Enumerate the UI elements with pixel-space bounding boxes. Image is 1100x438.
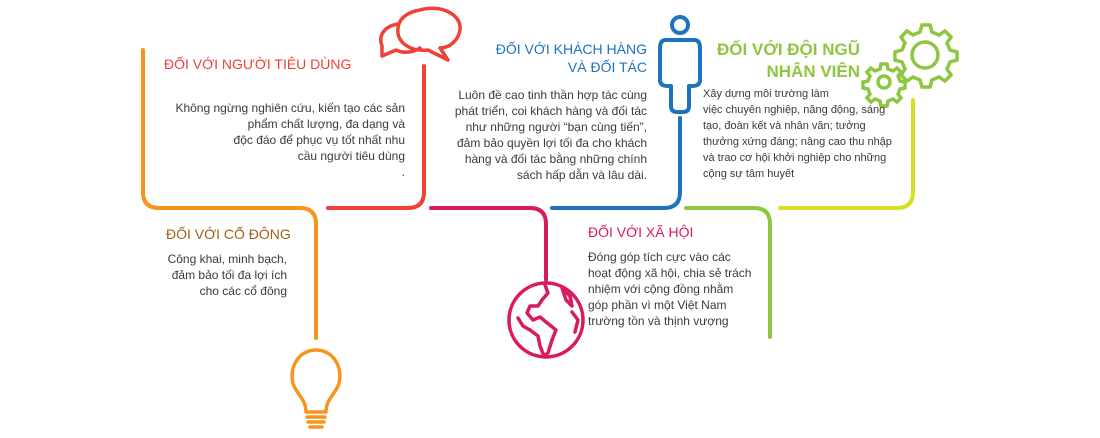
text-line: hoạt động xã hội, chia sẻ trách	[588, 266, 752, 280]
shareholders-description: Công khai, minh bạch, đảm bảo tối đa lợi…	[150, 251, 287, 299]
magenta-connector	[429, 206, 548, 282]
text-line: việc chuyên nghiệp, năng động, sáng	[703, 104, 886, 116]
text-line: độc đáo để phục vụ tốt nhất nhu	[233, 133, 405, 147]
blue-connector	[550, 116, 682, 210]
text-line: Không ngừng nghiên cứu, kiến tạo các sản	[175, 101, 405, 115]
consumers-title: ĐỐI VỚI NGƯỜI TIÊU DÙNG	[164, 56, 352, 72]
title-line: ĐỐI VỚI KHÁCH HÀNG	[495, 41, 647, 57]
text-line: đảm bảo tối đa lợi ích	[171, 268, 287, 282]
text-line: Công khai, minh bạch,	[167, 252, 287, 266]
text-line: phẩm chất lượng, đa dạng và	[247, 117, 405, 131]
text-line: nhiệm với cộng đồng nhằm	[588, 282, 734, 296]
society-description: Đóng góp tích cực vào các hoạt động xã h…	[588, 249, 768, 329]
person-icon	[658, 15, 702, 114]
title-line: ĐỐI VỚI ĐỘI NGŨ	[717, 40, 860, 59]
text-line: như những người “bạn cùng tiến”,	[465, 120, 647, 134]
green-connector	[684, 206, 772, 339]
light-bulb-icon	[290, 348, 342, 429]
text-line: cầu người tiêu dùng	[297, 149, 405, 163]
red-connector	[326, 64, 426, 210]
text-line: cho các cổ đông	[199, 284, 287, 298]
employees-description: Xây dựng môi trường làm việc chuyên nghi…	[703, 86, 913, 182]
title-line: VÀ ĐỐI TÁC	[567, 59, 647, 75]
text-line: sách hấp dẫn và lâu dài.	[516, 168, 647, 182]
globe-icon	[507, 281, 585, 359]
text-line: trường tồn và thịnh vượng	[588, 314, 729, 328]
text-line: tạo, đoàn kết và nhân văn; tưởng	[703, 120, 866, 132]
text-line: cộng sự tâm huyết	[703, 168, 795, 180]
speech-bubbles-icon	[379, 6, 462, 62]
text-line: góp phần vì một Việt Nam	[588, 298, 727, 312]
text-line: phát triển, coi khách hàng và đối tác	[454, 104, 647, 118]
customers-title: ĐỐI VỚI KHÁCH HÀNG VÀ ĐỐI TÁC	[470, 40, 647, 76]
employees-title: ĐỐI VỚI ĐỘI NGŨ NHÂN VIÊN	[700, 39, 860, 83]
orange-connector	[141, 48, 318, 340]
consumers-description: Không ngừng nghiên cứu, kiến tạo các sản…	[160, 100, 405, 180]
text-line: và trao cơ hội khởi nghiệp cho những	[703, 152, 887, 164]
text-line: thưởng xứng đáng; nâng cao thu nhập	[703, 136, 892, 148]
text-line: .	[401, 165, 405, 179]
text-line: đảm bảo quyền lợi tối đa cho khách	[457, 136, 647, 150]
text-line: Xây dựng môi trường làm	[703, 88, 829, 100]
text-line: hàng và đối tác bằng những chính	[464, 152, 647, 166]
text-line: Luôn đề cao tinh thần hợp tác cùng	[458, 88, 647, 102]
gears-icon	[861, 23, 959, 108]
society-title: ĐỐI VỚI XÃ HỘI	[588, 224, 694, 240]
customers-description: Luôn đề cao tinh thần hợp tác cùng phát …	[430, 87, 647, 183]
text-line: Đóng góp tích cực vào các	[588, 250, 731, 264]
yellow-connector	[778, 98, 915, 210]
title-line: NHÂN VIÊN	[766, 62, 860, 81]
shareholders-title: ĐỐI VỚI CỔ ĐÔNG	[166, 226, 291, 242]
